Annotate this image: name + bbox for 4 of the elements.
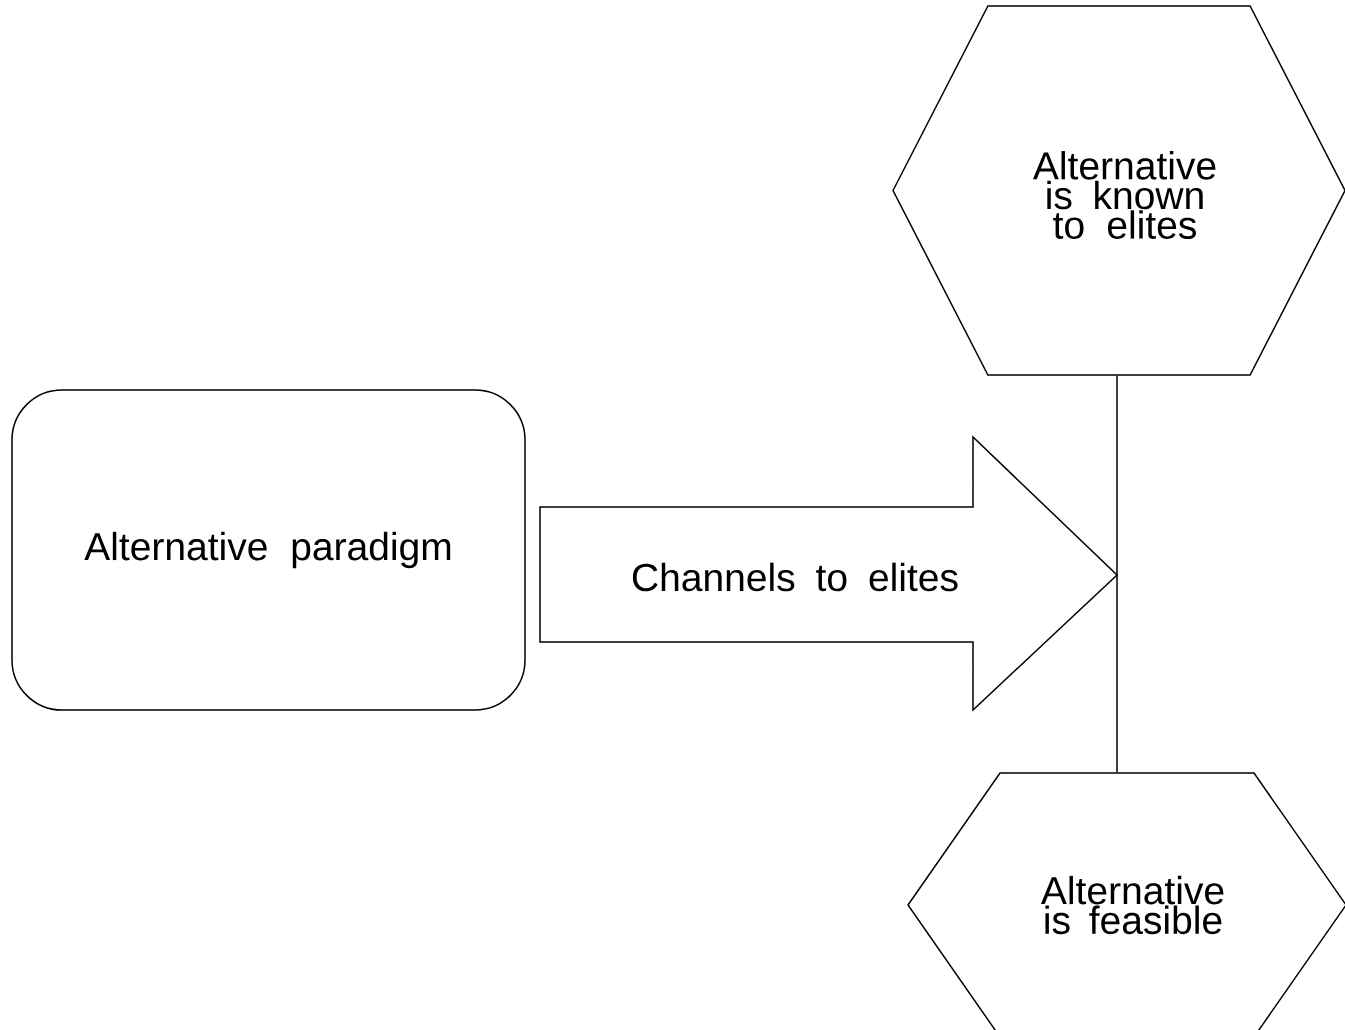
connector-line <box>1116 375 1118 773</box>
rounded-box: Alternative paradigm <box>11 389 526 711</box>
hexagon: Alternative is feasible <box>907 772 1345 1030</box>
hexagon: Alternative is known to elites <box>892 5 1345 376</box>
